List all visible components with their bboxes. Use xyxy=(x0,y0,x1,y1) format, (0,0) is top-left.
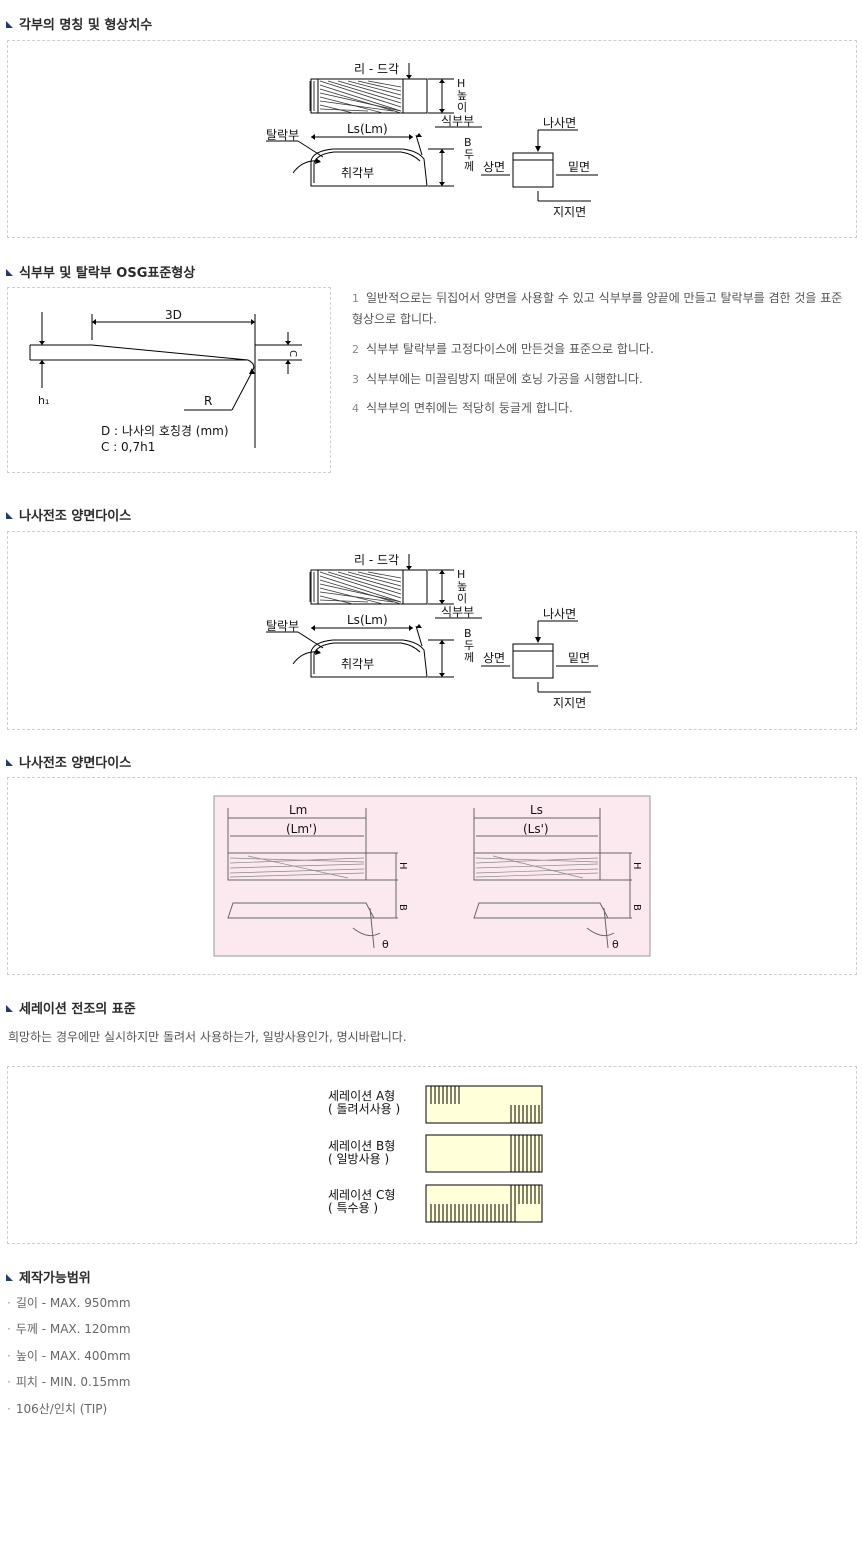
label-drop-part: 탈락부 xyxy=(266,128,299,142)
section-title-production-range: 제작가능범위 xyxy=(6,1267,91,1286)
diagram-box-part-names: 리 - 드각 H 높 이 식부부 Ls(Lm) 탈락부 취각부 B xyxy=(7,40,857,238)
range-item: ·106산/인치 (TIP) xyxy=(7,1402,108,1416)
serration-a-sub: ( 돌려서사용 ) xyxy=(328,1102,400,1116)
label-dim-c: C xyxy=(287,350,298,357)
serration-b-shape xyxy=(425,1134,543,1173)
label-right-b: B xyxy=(631,904,642,911)
range-item: ·피치 - MIN. 0.15mm xyxy=(7,1375,131,1389)
label-cutting-part: 식부부 xyxy=(441,114,474,128)
label-thread-face: 나사면 xyxy=(543,116,576,130)
label-thickness-b: B xyxy=(464,136,472,149)
diagram-box-serration: 세레이션 A형 ( 돌려서사용 ) 세레이션 B형 ( 일방사용 ) 세레이션 … xyxy=(7,1066,857,1244)
label-left-b: B xyxy=(397,904,408,911)
label-height-word-2: 이 xyxy=(457,101,467,114)
label-left-length-sub: (Lm') xyxy=(286,822,317,836)
label-height-word-1-2: 높 xyxy=(457,580,467,593)
serration-a-name: 세레이션 A형 xyxy=(328,1089,395,1103)
square-bullet-icon xyxy=(6,759,13,766)
label-bottom-face-2: 밑면 xyxy=(568,651,590,665)
label-length: Ls(Lm) xyxy=(347,122,388,136)
section-title-double-die-dims: 나사전조 양면다이스 xyxy=(6,752,131,771)
label-left-theta: θ xyxy=(382,938,389,951)
osg-shape-diagram: 3D h₁ C R D : 나사의 호칭경 (mm) C : 0,7h1 xyxy=(29,308,302,454)
square-bullet-icon xyxy=(6,269,13,276)
serration-c-sub: ( 특수용 ) xyxy=(328,1201,378,1215)
label-left-h: H xyxy=(397,862,408,870)
diagram-box-die-dims: Lm (Lm') H B θ Ls (Ls') H B θ xyxy=(7,777,857,975)
range-item: ·길이 - MAX. 950mm xyxy=(7,1296,131,1310)
label-bottom-face: 밑면 xyxy=(568,160,590,174)
die-dims-diagram: Lm (Lm') H B θ Ls (Ls') H B θ xyxy=(213,795,651,957)
label-brittle-part-2: 취각부 xyxy=(341,657,374,671)
square-bullet-icon xyxy=(6,1005,13,1012)
label-right-length-sub: (Ls') xyxy=(523,822,549,836)
label-brittle-part: 취각부 xyxy=(341,166,374,180)
range-item: ·두께 - MAX. 120mm xyxy=(7,1322,131,1336)
square-bullet-icon xyxy=(6,21,13,28)
serration-description: 희망하는 경우에만 실시하지만 돌려서 사용하는가, 일방사용인가, 명시바랍니… xyxy=(8,1030,407,1044)
square-bullet-icon xyxy=(6,1274,13,1281)
diagram-box-double-die: 리 - 드각 H 높 이 식부부 Ls(Lm) 탈락부 취각부 B 두 께 xyxy=(7,531,857,730)
label-thickness-word-2-2: 께 xyxy=(464,651,474,664)
label-thickness-word-1: 두 xyxy=(464,148,474,161)
serration-b-name: 세레이션 B형 xyxy=(328,1139,395,1153)
diagram-box-osg: 3D h₁ C R D : 나사의 호칭경 (mm) C : 0,7h1 xyxy=(7,287,331,473)
label-right-length: Ls xyxy=(530,803,543,817)
range-item: ·높이 - MAX. 400mm xyxy=(7,1349,131,1363)
label-cutting-part-2: 식부부 xyxy=(441,605,474,619)
label-dim-3d: 3D xyxy=(165,308,182,322)
label-top-face: 상면 xyxy=(483,160,505,174)
section-title-osg-shape: 식부부 및 탈락부 OSG표준형상 xyxy=(6,262,195,281)
label-height-word-2-2: 이 xyxy=(457,592,467,605)
section-title-double-die: 나사전조 양면다이스 xyxy=(6,505,131,524)
double-die-diagram: 리 - 드각 H 높 이 식부부 Ls(Lm) 탈락부 취각부 B 두 께 xyxy=(266,553,598,710)
section-title-part-names: 각부의 명칭 및 형상치수 xyxy=(6,14,152,33)
label-dim-r: R xyxy=(204,394,212,408)
legend-d: D : 나사의 호칭경 (mm) xyxy=(101,424,229,438)
label-drop-part-2: 탈락부 xyxy=(266,619,299,633)
label-thickness-word-1-2: 두 xyxy=(464,639,474,652)
serration-diagram: 세레이션 A형 ( 돌려서사용 ) 세레이션 B형 ( 일방사용 ) 세레이션 … xyxy=(328,1085,543,1223)
label-height-word-1: 높 xyxy=(457,89,467,102)
label-right-theta: θ xyxy=(612,938,619,951)
label-length-2: Ls(Lm) xyxy=(347,613,388,627)
label-right-h: H xyxy=(631,862,642,870)
label-lead-angle-2: 리 - 드각 xyxy=(354,553,399,567)
label-thickness-b-2: B xyxy=(464,627,472,640)
label-dim-h1: h₁ xyxy=(38,394,49,407)
label-thread-face-2: 나사면 xyxy=(543,607,576,621)
label-top-face-2: 상면 xyxy=(483,651,505,665)
serration-c-name: 세레이션 C형 xyxy=(328,1188,395,1202)
label-support-face: 지지면 xyxy=(553,205,586,219)
label-left-length: Lm xyxy=(289,803,307,817)
square-bullet-icon xyxy=(6,512,13,519)
label-height-h: H xyxy=(457,77,465,90)
serration-b-sub: ( 일방사용 ) xyxy=(328,1152,389,1166)
die-diagram-background xyxy=(213,795,651,957)
label-lead-angle: 리 - 드각 xyxy=(354,62,399,76)
legend-c: C : 0,7h1 xyxy=(101,440,155,454)
label-thickness-word-2: 께 xyxy=(464,160,474,173)
label-height-h-2: H xyxy=(457,568,465,581)
section-title-serration: 세레이션 전조의 표준 xyxy=(6,998,136,1017)
part-names-diagram: 리 - 드각 H 높 이 식부부 Ls(Lm) 탈락부 취각부 B xyxy=(266,62,598,219)
label-support-face-2: 지지면 xyxy=(553,696,586,710)
